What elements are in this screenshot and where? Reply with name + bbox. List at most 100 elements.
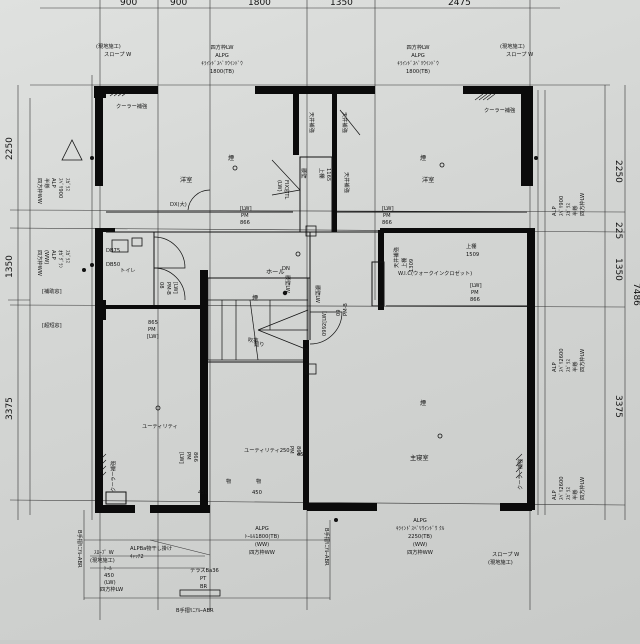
db75: DB75 xyxy=(106,248,120,254)
right-lower-5: 四方枠LW xyxy=(578,477,586,500)
bw-right-3: 2250(TB) xyxy=(408,534,432,540)
label-ceiling-r2: 天井補強 xyxy=(392,246,400,268)
window-frame-left: 四方枠LW xyxy=(210,43,233,51)
bw-right-1: ALPG xyxy=(413,518,427,524)
pm-left-b: PM xyxy=(148,327,156,333)
tag-slope-tl: スロープ W xyxy=(104,51,131,58)
balcony-existing: (現地施工) xyxy=(90,556,115,564)
label-fix-window-b: (LW) xyxy=(276,180,282,192)
misc-labels: 上棚 1509 [LW] PM 866 [LW] PM 866 [LW] PM … xyxy=(42,200,482,496)
balcony-rail-mid: B手摺ﾘﾆｱﾙｰABR xyxy=(323,528,331,566)
walkway: 廻り xyxy=(254,340,264,348)
pm-mid2: PM xyxy=(288,446,294,454)
bw-right-5: 四方枠WW xyxy=(407,548,433,556)
balcony-hanger: ALPBa物干し掛け xyxy=(130,544,172,552)
interior-walls xyxy=(105,156,530,505)
label-shelf-2: 上棚 xyxy=(466,242,476,250)
balcony-slope: ｽﾛｰﾌﾟ W xyxy=(94,548,114,556)
bw-mid-2: ﾄｰﾙﾙ1800(TB) xyxy=(245,534,279,540)
top-window-left: 四方枠LW ALPG ｷﾗｲﾝﾄﾞｽﾍﾞﾘｳｲﾝﾄﾞｳ 1800(TB) xyxy=(201,43,243,75)
left-mid-2: ALP xyxy=(50,250,56,260)
right-upper-5: 四方枠LW xyxy=(578,193,586,216)
tag-slope-br: スロープ W xyxy=(492,551,519,558)
balcony-rail-bottom: B手摺ﾘﾆｱﾙｰABR xyxy=(176,606,214,614)
d9c: 0992[LW] xyxy=(322,311,328,336)
db50: DB50 xyxy=(106,262,120,268)
pm-lw-1: [LW] xyxy=(240,206,252,212)
label-small-wall: 腰壁 xyxy=(300,168,308,178)
dim-450-c: 450 xyxy=(297,452,307,458)
window-type-left: ｷﾗｲﾝﾄﾞｽﾍﾞﾘｳｲﾝﾄﾞｳ xyxy=(201,60,243,67)
cooler-tl: クーラー補強 xyxy=(116,102,148,110)
balcony-door-3: (LW) xyxy=(104,580,116,586)
dx-big: DX(大) xyxy=(170,200,187,208)
junction-dots xyxy=(82,156,538,522)
dim-left-1: 2250 xyxy=(5,137,15,160)
dim-top-1: 900 xyxy=(120,0,137,8)
right-upper-2: ｽﾍﾞﾘ900 xyxy=(558,196,565,216)
tag-existing-br: (現地施工) xyxy=(488,558,513,566)
balcony-rail-left: B手摺ﾘﾆｱﾙｰABR xyxy=(76,530,84,568)
room-utility-left: ユーティリティ xyxy=(142,423,178,430)
fixture-1: 物 xyxy=(226,477,231,485)
cooler-tr: クーラー補強 xyxy=(484,106,516,114)
right-lower-3: ｽｶﾞﾗｽ xyxy=(565,487,572,500)
pm-mid-c: 866 xyxy=(192,452,198,462)
label-railing-2: 腰壁LW xyxy=(314,285,322,303)
left-mid-1: (WW) xyxy=(43,250,49,264)
label-fix-window: FIX窓TL xyxy=(283,180,291,199)
pm-lw-1c: 866 xyxy=(240,220,250,226)
pm-wic-c: 866 xyxy=(470,297,480,303)
bw-right-4: (WW) xyxy=(413,542,427,548)
bw-mid-3: (WW) xyxy=(255,542,269,548)
door-swings xyxy=(153,109,361,345)
dn-label: DN xyxy=(282,266,290,272)
vertical-labels: 天井補強 天井補強 上棚 1165 天井補強 天井補強 上棚 1309 FIX窓… xyxy=(276,112,415,303)
room-utility-mid: ユーティリティ250 xyxy=(244,447,290,454)
aux-note-1: [補助窓] xyxy=(42,287,62,295)
cooler-br: クーラー補強 xyxy=(516,458,524,490)
light-3: 煙 xyxy=(252,294,258,302)
dim-right-4: 3375 xyxy=(613,395,623,418)
pm-mid-b: PM xyxy=(185,452,191,460)
pm-lw-2b: PM xyxy=(383,213,391,219)
bottom-window-mid: ALPG ﾄｰﾙﾙ1800(TB) (WW) 四方枠WW xyxy=(245,526,279,556)
balcony-terrace-2: PT xyxy=(200,576,207,582)
left-upper-4: ｽｶﾞﾗｽ xyxy=(64,178,71,191)
window-maker-left: ALPG xyxy=(215,53,229,59)
right-mid-3: ｽｶﾞﾗｽ xyxy=(565,359,572,372)
balcony-hanger-2: ｷｬｯﾁ2 xyxy=(130,553,144,560)
tag-existing-tl: (現地施工) xyxy=(96,42,121,50)
d9b: PM-B xyxy=(343,303,349,316)
balcony-door-4: 四方枠LW xyxy=(100,585,123,593)
window-type-right: ｷﾗｲﾝﾄﾞｽﾍﾞﾘｳｲﾝﾄﾞｳ xyxy=(397,60,439,67)
aux-note-2: [超短窓] xyxy=(42,321,62,329)
left-mid-frame: 四方枠WW xyxy=(36,250,44,276)
tag-existing-tr: (現地施工) xyxy=(500,42,525,50)
bw-mid-4: 四方枠WW xyxy=(249,548,275,556)
left-mid-3: ｵｶﾞｸﾞﾗﾝ xyxy=(57,250,64,269)
label-railing-1: 腰壁LW xyxy=(284,275,292,293)
left-side-windows: 四方枠WW 半懸 ALP ｽﾍﾞﾘ900 ｽｶﾞﾗｽ 四方枠WW (WW) AL… xyxy=(36,178,71,276)
label-shelf-2-h: 1509 xyxy=(466,252,479,258)
room-hall: ホール xyxy=(266,269,285,276)
dim-450-a: 450 xyxy=(198,490,208,496)
label-shelf-3: 上棚 xyxy=(400,258,408,268)
right-lower-2: ｽﾍﾞﾘ2600 xyxy=(558,476,565,500)
dim-top-4: 1350 xyxy=(330,0,353,8)
window-maker-right: ALPG xyxy=(411,53,425,59)
dim-right-total: 7486 xyxy=(631,283,640,306)
bw-right-2: ｷﾗｲﾝﾄﾞｽﾍﾞﾘｳｲﾝﾄﾞｳ ｸﾙ xyxy=(396,525,445,532)
balcony-door-1: ﾄｰﾙ xyxy=(104,566,112,572)
pm-wic: [LW] xyxy=(470,283,482,289)
room-western-right: 洋室 xyxy=(422,176,434,184)
right-upper-1: ALP xyxy=(552,206,558,216)
light-1: 煙 xyxy=(228,154,234,162)
bw-mid-1: ALPG xyxy=(255,526,269,532)
room-names: 洋室 洋室 ホール W.I.C(ウォークインクロゼット) 主寝室 トイレ 吹抜 … xyxy=(109,102,524,492)
pm-lw-2: [LW] xyxy=(382,206,394,212)
pm-lw-2c: 866 xyxy=(382,220,392,226)
pm-lw-1b: PM xyxy=(241,213,249,219)
label-ceiling-left: 天井補強 xyxy=(308,112,316,134)
